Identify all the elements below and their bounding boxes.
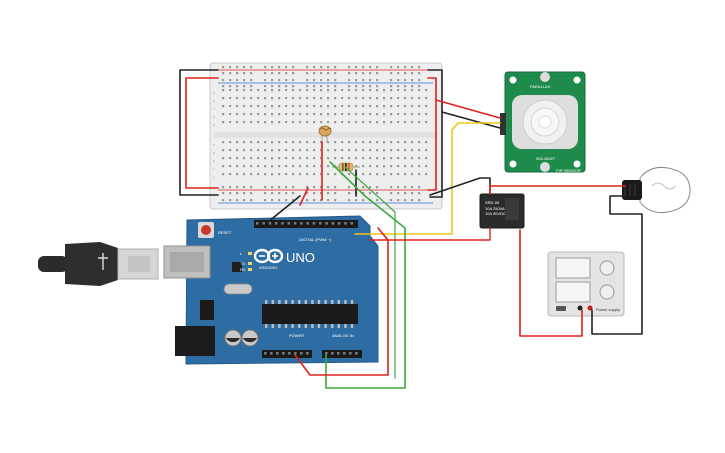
wire-red-relay-lamp xyxy=(489,185,626,195)
wire-black-pir-gnd xyxy=(441,111,501,129)
wires xyxy=(179,69,643,389)
arduino-model: UNO xyxy=(286,250,315,265)
row-letter: d xyxy=(213,115,215,119)
led-label-tx: TX xyxy=(240,261,245,266)
arduino-uno[interactable]: UNO ARDUINO DIGITAL (PWM ~) ANALOG IN PO… xyxy=(163,215,379,365)
chip-pins xyxy=(265,300,354,328)
row-letter: c xyxy=(213,107,215,111)
power-header xyxy=(262,350,312,358)
led-label-rx: RX xyxy=(240,267,246,272)
led-label-l: L xyxy=(240,251,243,256)
wire-green-ldr xyxy=(325,161,406,389)
wire-red-relay-supply xyxy=(519,229,583,337)
row-letter: b xyxy=(213,99,215,103)
wire-black-right-rail xyxy=(427,69,443,198)
light-bulb[interactable] xyxy=(622,167,691,213)
pir-sensor-label: PIR SENSOR xyxy=(556,168,581,173)
digital-header xyxy=(254,220,358,228)
row-letter: e xyxy=(213,123,215,127)
wire-red-relay-signal xyxy=(369,227,491,241)
relay[interactable]: SRD-05 10A 250VAC 10A 30VDC xyxy=(479,193,525,229)
photoresistor[interactable] xyxy=(318,125,332,143)
wire-red-arduino xyxy=(294,227,389,376)
arduino-logo xyxy=(253,248,284,264)
pir-label: PARALLAX xyxy=(530,84,551,89)
reset-label: RESET xyxy=(218,230,232,235)
row-letter: h xyxy=(213,159,215,163)
analog-pins-label: ANALOG IN xyxy=(332,333,354,338)
row-letter: g xyxy=(213,151,215,155)
row-letter: f xyxy=(213,143,215,147)
power-jack xyxy=(175,326,215,356)
wire-yellow-pir-out xyxy=(354,122,501,235)
atmega-chip xyxy=(262,304,358,324)
wire-green-2 xyxy=(344,166,396,379)
wire-red-vcc xyxy=(299,187,309,206)
row-letter: i xyxy=(213,167,215,171)
wire-red-left-rail xyxy=(185,77,219,189)
wire-red-pir-vcc xyxy=(435,99,501,119)
digital-pins-label: DIGITAL (PWM ~) xyxy=(299,237,332,242)
row-letter: j xyxy=(213,175,215,179)
wire-red-right-rail xyxy=(427,77,437,191)
relay-title: SRD-05 xyxy=(485,200,500,205)
wire-black-gnd xyxy=(267,195,301,223)
wire-black-lamp-supply xyxy=(591,195,643,335)
relay-rating-1: 10A 250VAC xyxy=(485,206,508,211)
breadboard-row-letters: a b c d e f g h i j xyxy=(213,91,215,179)
breadboard-holes xyxy=(222,66,428,202)
arduino-logo-text: ARDUINO xyxy=(259,265,277,270)
pir-sensor[interactable]: PARALLAX 555-28027 PIR SENSOR xyxy=(500,71,586,173)
power-pins-label: POWER xyxy=(289,333,304,338)
analog-header xyxy=(322,350,362,358)
pir-part-number: 555-28027 xyxy=(536,156,556,161)
icsp-header xyxy=(200,300,214,320)
usb-cable xyxy=(38,242,159,286)
relay-rating-2: 10A 30VDC xyxy=(485,211,506,216)
power-supply[interactable]: Power supply xyxy=(547,251,625,317)
wire-black-left-rail xyxy=(179,69,219,196)
header-pins xyxy=(256,222,358,355)
power-supply-label: Power supply xyxy=(596,307,620,312)
row-letter: a xyxy=(213,91,215,95)
